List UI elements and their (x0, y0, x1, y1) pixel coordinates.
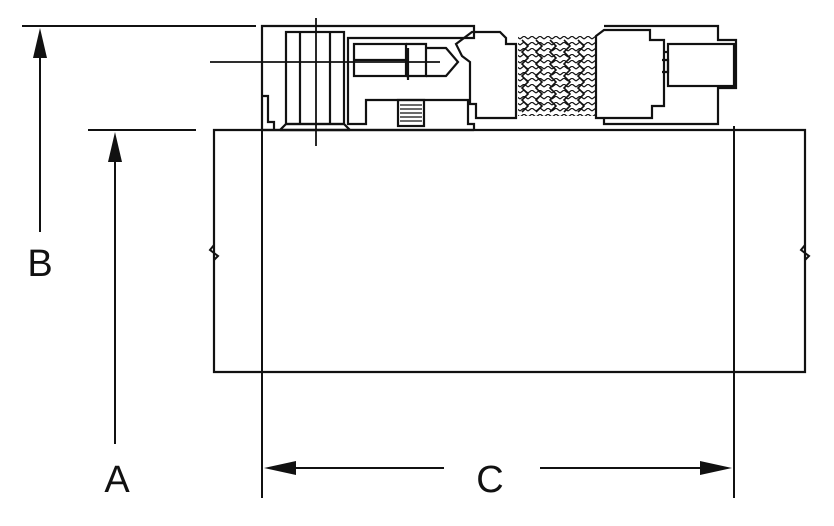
retainer-collar (594, 28, 666, 120)
reference-lines (210, 18, 440, 146)
shaft-break-left (208, 244, 220, 261)
seal-face-ring (454, 30, 518, 120)
threaded-insert (396, 98, 426, 128)
collar-outer (602, 24, 738, 126)
dimension-a-arrowhead (108, 132, 122, 162)
dimension-a (88, 129, 196, 444)
dimension-c-label: C (476, 459, 503, 501)
set-screw (279, 30, 351, 132)
shaft (208, 128, 811, 374)
shaft-break-right (799, 244, 811, 261)
gland-inner-step (262, 94, 276, 130)
drive-pin (352, 42, 460, 80)
dimension-b (22, 25, 256, 232)
seal-assembly (260, 24, 738, 132)
dimension-b-label: B (27, 243, 52, 285)
gland-housing (260, 24, 476, 130)
dimension-c (261, 126, 735, 498)
dimension-a-label: A (104, 459, 130, 501)
shaft-outline (212, 128, 807, 374)
dimension-c-arrowhead-left (264, 461, 296, 475)
dimension-c-arrowhead-right (700, 461, 732, 475)
spring-bellows (518, 36, 596, 116)
dimension-b-arrowhead (33, 28, 47, 58)
clamp-screw (662, 42, 736, 88)
